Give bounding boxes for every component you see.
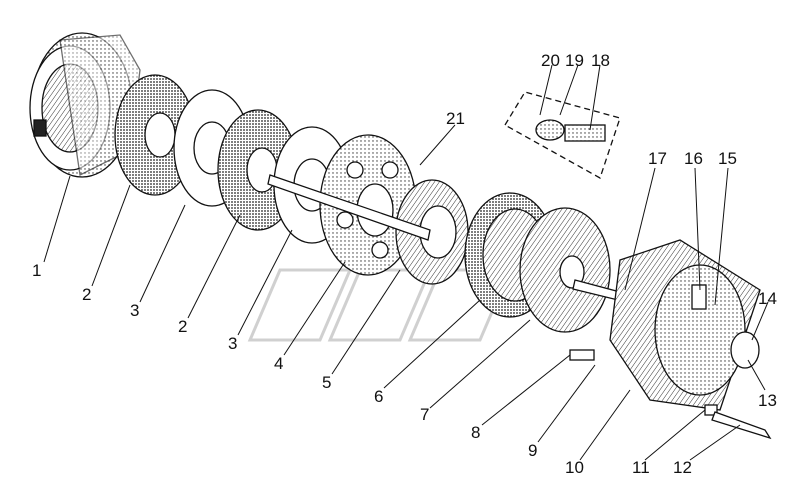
label-6: 6 [374, 387, 384, 406]
label-18: 18 [591, 51, 610, 70]
label-15: 15 [718, 149, 737, 168]
part-18-20-valve-insert [504, 91, 621, 179]
leader-lines [43, 64, 769, 461]
label-14: 14 [758, 289, 777, 308]
label-3-second: 3 [228, 334, 238, 353]
part-10-rear-housing [609, 239, 761, 411]
label-17: 17 [648, 149, 667, 168]
label-21: 21 [446, 109, 465, 128]
label-8: 8 [471, 423, 481, 442]
label-2-second: 2 [178, 317, 188, 336]
label-9: 9 [528, 441, 538, 460]
part-7-cover [519, 207, 611, 333]
label-1: 1 [32, 261, 42, 280]
label-5: 5 [322, 373, 332, 392]
label-2: 2 [82, 285, 92, 304]
label-3: 3 [130, 301, 140, 320]
shaft [267, 174, 621, 301]
label-10: 10 [565, 458, 584, 477]
label-11: 11 [632, 458, 650, 477]
part-5-gear [395, 179, 469, 285]
label-20: 20 [541, 51, 560, 70]
label-7: 7 [420, 405, 430, 424]
label-12: 12 [673, 458, 692, 477]
label-19: 19 [565, 51, 584, 70]
label-13: 13 [758, 391, 777, 410]
bolts [569, 349, 772, 440]
label-16: 16 [684, 149, 703, 168]
label-4: 4 [274, 354, 284, 373]
